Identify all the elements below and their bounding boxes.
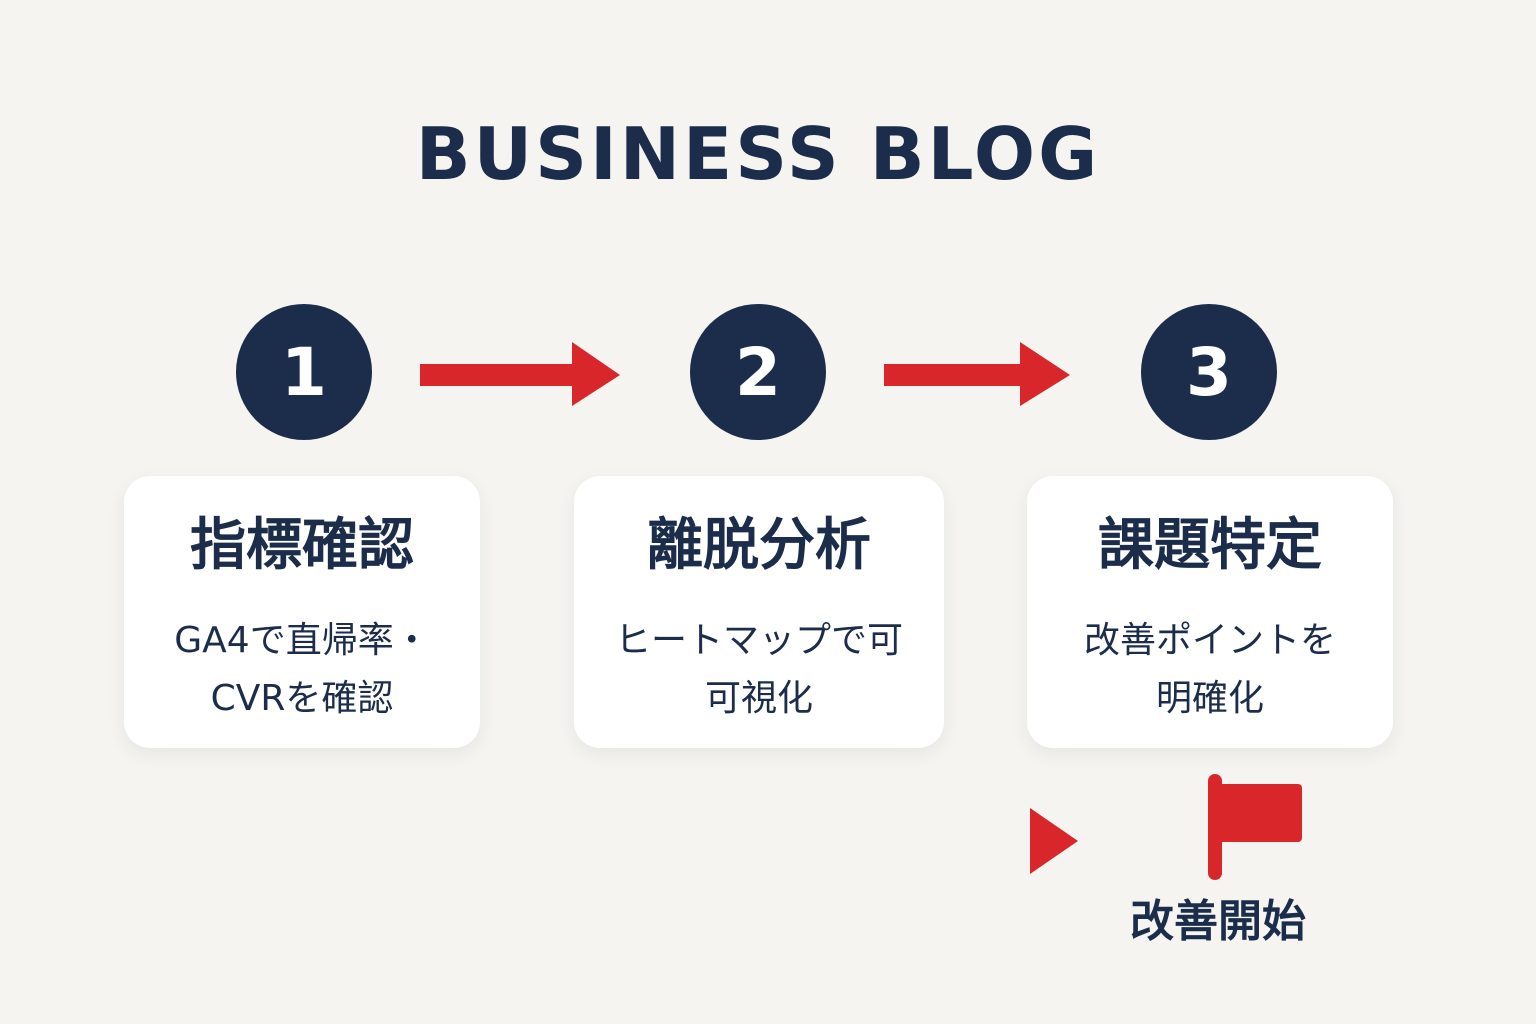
step-3-description-line-1: 改善ポイントを (1083, 620, 1336, 661)
step-2-card: 離脱分析 ヒートマップで可 可視化 (574, 476, 944, 748)
step-1-number-badge: 1 (236, 304, 372, 440)
step-2-description-line-2: 可視化 (704, 678, 813, 719)
step-3-card: 課題特定 改善ポイントを 明確化 (1027, 476, 1393, 748)
step-3-description: 改善ポイントを 明確化 (1027, 612, 1393, 728)
step-3-title: 課題特定 (1098, 513, 1322, 578)
step-2-description-line-1: ヒートマップで可 (614, 620, 903, 661)
step-2-title: 離脱分析 (647, 513, 871, 578)
step-2-number-badge: 2 (690, 304, 826, 440)
step-3-number-badge: 3 (1141, 304, 1277, 440)
arrow-right-icon (884, 342, 1070, 406)
play-triangle-icon (1030, 808, 1078, 874)
step-2-description: ヒートマップで可 可視化 (574, 612, 944, 728)
step-1-description-line-1: GA4で直帰率・ (174, 620, 430, 661)
step-1-title: 指標確認 (190, 513, 414, 578)
finish-label: 改善開始 (1130, 896, 1306, 947)
page-title: BUSINESS BLOG (415, 112, 1101, 196)
step-1-description: GA4で直帰率・ CVRを確認 (124, 612, 480, 728)
step-1-card: 指標確認 GA4で直帰率・ CVRを確認 (124, 476, 480, 748)
step-1-description-line-2: CVRを確認 (210, 678, 394, 719)
step-3-description-line-2: 明確化 (1155, 678, 1264, 719)
arrow-right-icon (420, 342, 620, 406)
flag-icon (1208, 774, 1302, 880)
